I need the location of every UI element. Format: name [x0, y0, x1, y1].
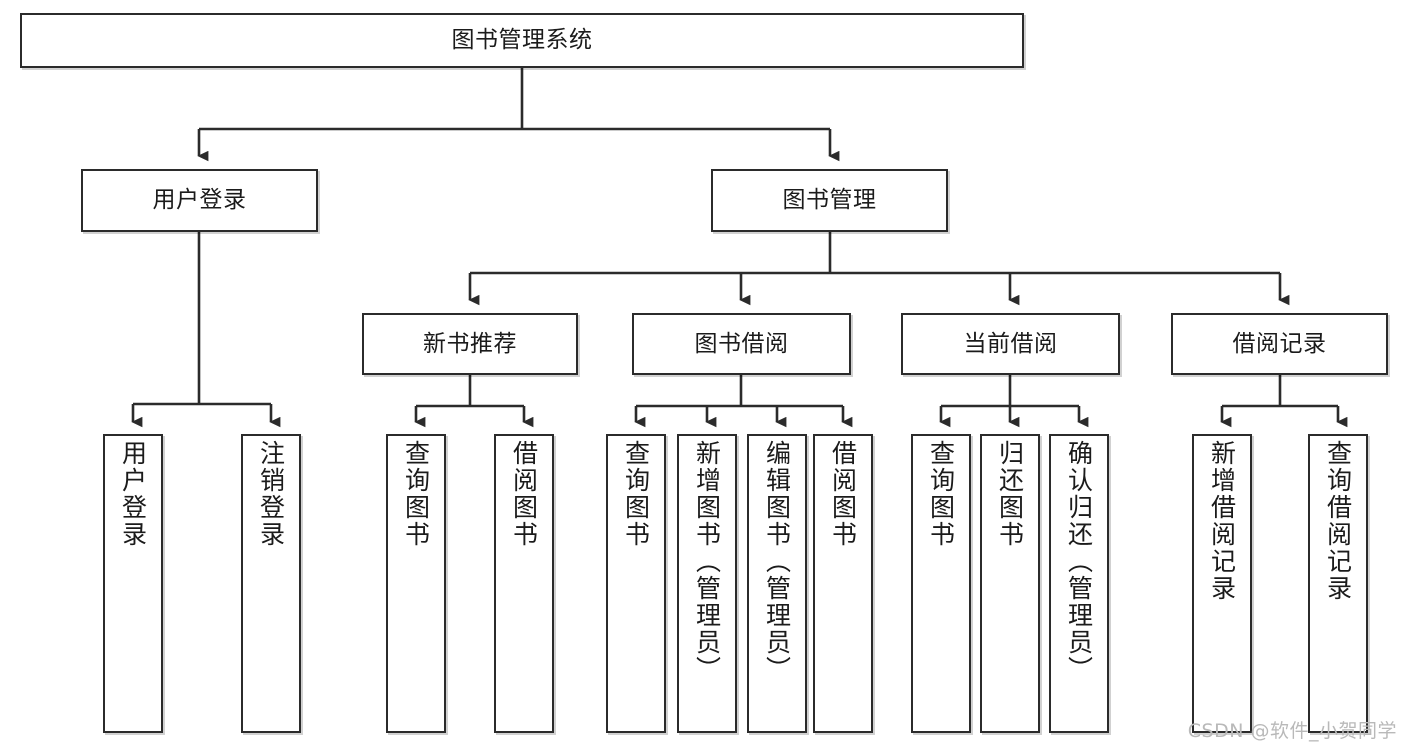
leaf-user-login-label: 用户登录: [118, 440, 148, 548]
leaf-borrow-book-1-label: 借阅图书: [509, 440, 539, 548]
leaf-return-book[interactable]: 归还图书: [980, 434, 1040, 733]
leaf-query-book-2[interactable]: 查询图书: [606, 434, 666, 733]
node-book-manage-label: 图书管理: [782, 187, 877, 214]
node-user-login[interactable]: 用户登录: [81, 169, 318, 232]
leaf-logout-login-label: 注销登录: [256, 440, 286, 548]
leaf-query-book-3[interactable]: 查询图书: [911, 434, 971, 733]
node-root-label: 图书管理系统: [451, 27, 593, 54]
node-borrow-record[interactable]: 借阅记录: [1171, 313, 1388, 375]
leaf-query-book-3-label: 查询图书: [926, 440, 956, 548]
node-current-borrow-label: 当前借阅: [963, 330, 1058, 357]
leaf-return-book-label: 归还图书: [995, 440, 1025, 548]
node-user-login-label: 用户登录: [152, 187, 247, 214]
node-book-borrow[interactable]: 图书借阅: [632, 313, 851, 375]
node-book-manage[interactable]: 图书管理: [711, 169, 948, 232]
leaf-add-book-label: 新增图书（管理员）: [692, 440, 722, 683]
leaf-edit-book-label: 编辑图书（管理员）: [762, 440, 792, 683]
leaf-query-record[interactable]: 查询借阅记录: [1308, 434, 1368, 733]
leaf-query-book-2-label: 查询图书: [621, 440, 651, 548]
leaf-edit-book[interactable]: 编辑图书（管理员）: [747, 434, 807, 733]
leaf-user-login[interactable]: 用户登录: [103, 434, 163, 733]
leaf-add-record-label: 新增借阅记录: [1207, 440, 1237, 602]
node-root[interactable]: 图书管理系统: [20, 13, 1024, 68]
leaf-borrow-book-2-label: 借阅图书: [828, 440, 858, 548]
leaf-borrow-book-1[interactable]: 借阅图书: [494, 434, 554, 733]
leaf-query-record-label: 查询借阅记录: [1323, 440, 1353, 602]
node-new-book-recommend-label: 新书推荐: [423, 330, 517, 357]
leaf-logout-login[interactable]: 注销登录: [241, 434, 301, 733]
leaf-confirm-return-label: 确认归还（管理员）: [1064, 440, 1094, 683]
node-current-borrow[interactable]: 当前借阅: [901, 313, 1120, 375]
leaf-confirm-return[interactable]: 确认归还（管理员）: [1049, 434, 1109, 733]
node-new-book-recommend[interactable]: 新书推荐: [362, 313, 578, 375]
leaf-query-book-1[interactable]: 查询图书: [386, 434, 446, 733]
csdn-watermark: CSDN @软件_小贺同学: [1187, 720, 1397, 742]
leaf-borrow-book-2[interactable]: 借阅图书: [813, 434, 873, 733]
node-borrow-record-label: 借阅记录: [1232, 330, 1327, 357]
leaf-add-record[interactable]: 新增借阅记录: [1192, 434, 1252, 733]
node-book-borrow-label: 图书借阅: [694, 330, 789, 357]
leaf-add-book[interactable]: 新增图书（管理员）: [677, 434, 737, 733]
leaf-query-book-1-label: 查询图书: [401, 440, 431, 548]
